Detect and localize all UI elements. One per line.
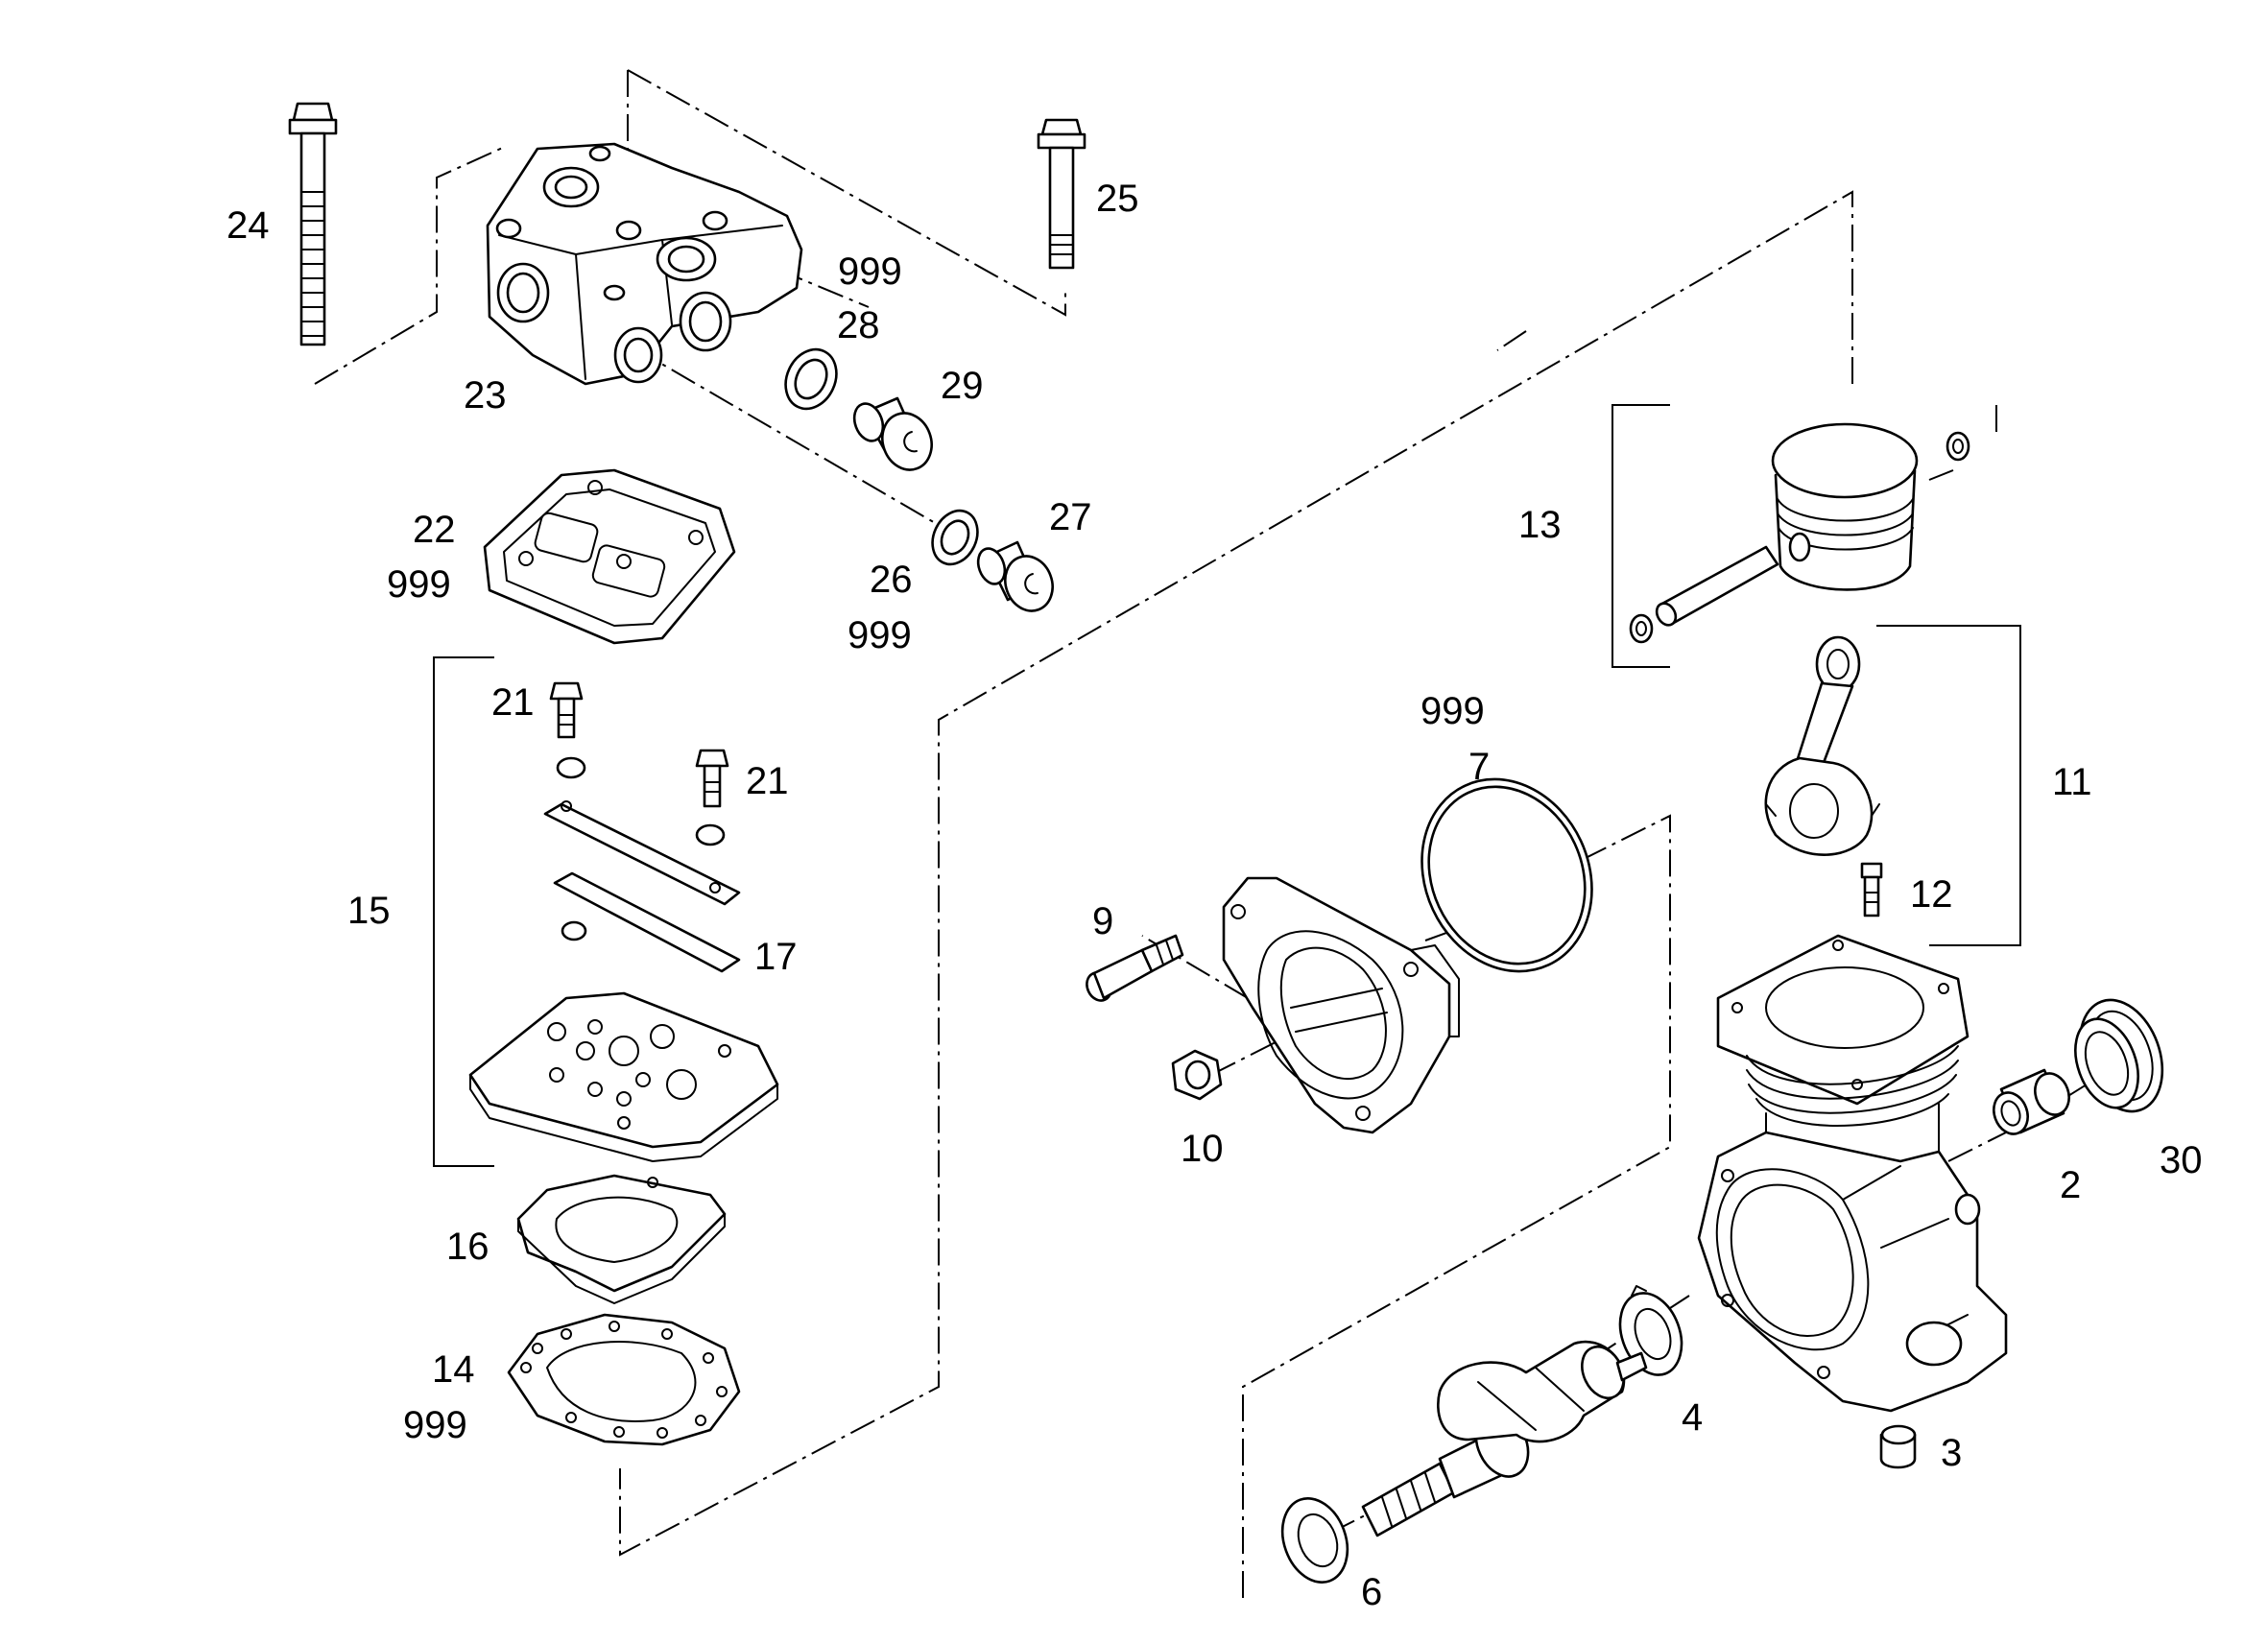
circlip-13 [1629,431,1970,644]
callout-13: 13 [1518,504,1562,546]
o-ring-7 [1420,777,1593,973]
assembly-lines [314,69,2103,1598]
callout-22: 22 [413,509,456,551]
callout-17: 17 [754,936,798,978]
callout-25: 25 [1096,178,1139,220]
front-cover [1222,876,1460,1134]
nut-10 [1171,1049,1223,1101]
bolt-25 [1037,118,1086,270]
callout-21-lower: 21 [746,760,789,802]
callout-9: 9 [1092,900,1113,942]
callout-23: 23 [464,374,507,417]
plug-29 [852,396,933,471]
callout-3: 3 [1941,1432,1962,1474]
gasket-16 [516,1174,727,1304]
plug-27 [976,540,1054,612]
callout-21-upper: 21 [491,681,535,724]
thrust-washer-6 [1280,1497,1349,1584]
gasket-14 [507,1313,741,1446]
valve-plate-15 [468,991,779,1162]
screw-9 [1086,934,1184,1002]
callout-4: 4 [1682,1396,1703,1439]
callout-labels: 24 25 999 28 29 23 22 999 27 26 999 21 2… [227,178,2203,1613]
callout-26: 26 [870,559,913,601]
bolt-12 [1860,862,1883,917]
bracket-15 [433,656,494,1167]
callout-12: 12 [1910,873,1953,916]
crankshaft [1361,1340,1648,1537]
callout-26-999: 999 [848,614,912,656]
callout-14: 14 [432,1348,475,1391]
bracket-13-top [1611,404,1670,668]
callout-15: 15 [347,890,391,932]
callout-14-999: 999 [403,1404,467,1446]
connecting-rod-11 [1764,635,1880,856]
washer-28 [784,347,838,411]
callout-2: 2 [2060,1164,2081,1206]
cylinder-head-23 [486,142,803,386]
callout-6: 6 [1361,1571,1382,1613]
callout-30: 30 [2160,1139,2203,1181]
piston-13 [1771,422,1919,591]
callout-7: 7 [1468,746,1490,788]
seal-30 [2074,998,2164,1113]
callout-22-999: 999 [387,563,451,606]
gasket-22 [483,468,736,645]
callout-11: 11 [2052,761,2092,803]
crankcase [1697,934,2008,1413]
assembly-brackets [433,404,2021,1167]
callout-7-999: 999 [1420,690,1485,732]
callout-28: 28 [837,304,880,346]
valve-plate-17 [543,800,741,973]
bushing-3 [1879,1424,1917,1469]
callout-29: 29 [941,365,984,407]
callout-28-999: 999 [838,250,902,293]
piston-pin-13 [1655,545,1779,627]
callout-10: 10 [1181,1128,1224,1170]
callout-27: 27 [1049,496,1092,538]
bolt-24 [288,102,338,346]
bracket-11 [1876,625,2021,946]
bushing-2 [1993,1068,2070,1135]
callout-16: 16 [446,1226,489,1268]
spacer-21 [556,756,726,941]
callout-24: 24 [227,204,270,247]
screw-21-lower [695,749,729,808]
screw-21-upper [549,681,584,739]
washer-26 [931,509,979,566]
